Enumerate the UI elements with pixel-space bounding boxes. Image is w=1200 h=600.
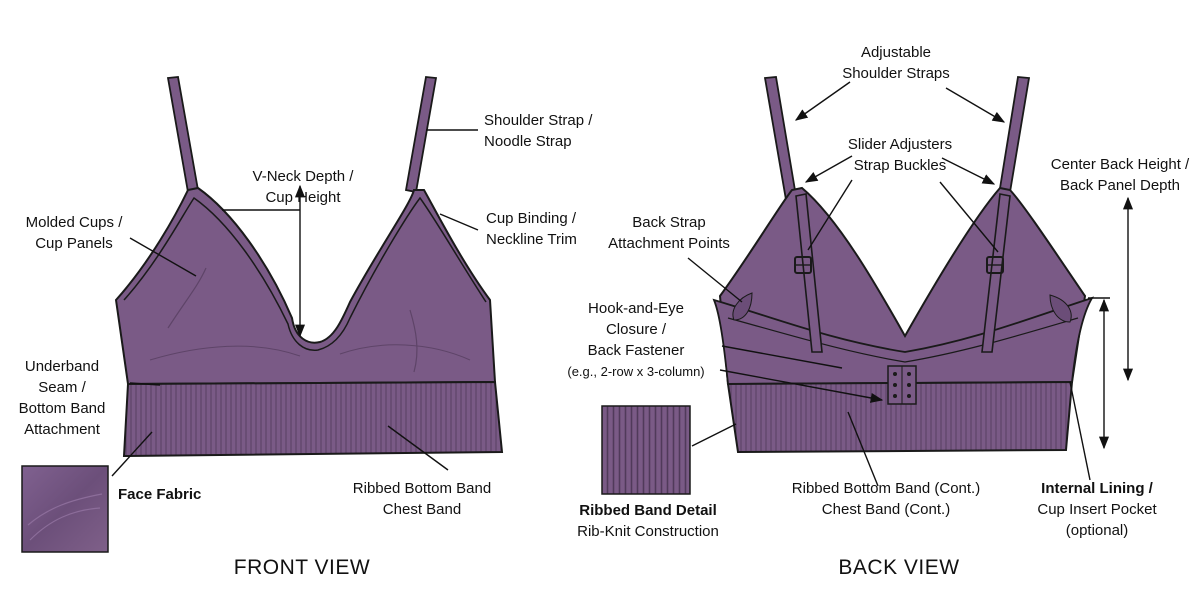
- back-leader-lines: [687, 81, 1134, 487]
- front-right-strap: [404, 76, 438, 194]
- front-left-strap: [166, 76, 200, 194]
- back-lining-pocket: [1049, 294, 1072, 323]
- label-center-back-height: Center Back Height /Back Panel Depth: [1050, 156, 1190, 194]
- back-ribbed-band: [726, 380, 1074, 454]
- label-shoulder-strap: Shoulder Strap /Noodle Strap: [484, 112, 593, 150]
- label-ribbed-band-cont: Ribbed Bottom Band (Cont.)Chest Band (Co…: [791, 480, 981, 518]
- front-garment: [114, 76, 504, 458]
- front-neckline-binding: [123, 196, 487, 351]
- front-leader-lines: [111, 129, 479, 477]
- label-molded-cups: Molded Cups /Cup Panels: [25, 214, 123, 252]
- back-view-title: BACK VIEW: [838, 556, 960, 579]
- label-face-fabric: Face Fabric: [118, 486, 202, 503]
- rib-detail-swatch: [601, 405, 691, 495]
- front-view-title: FRONT VIEW: [233, 556, 371, 579]
- front-ribbed-band: [122, 380, 504, 458]
- label-internal-lining: Internal Lining /Cup Insert Pocket(optio…: [1037, 480, 1157, 539]
- label-vneck-depth: V-Neck Depth /Cup Height: [252, 168, 354, 206]
- label-cup-binding: Cup Binding /Neckline Trim: [486, 210, 577, 248]
- front-body: [114, 186, 497, 386]
